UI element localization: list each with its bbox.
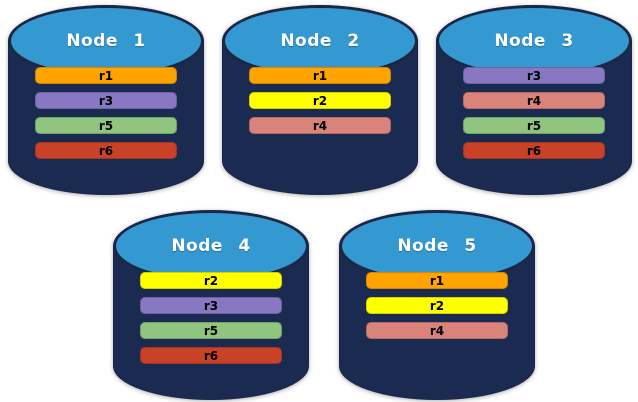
cylinder-top-ellipse: Node 1	[8, 5, 204, 77]
replica-label: r4	[429, 323, 445, 338]
replica-label: r1	[312, 68, 328, 83]
replica-label: r2	[429, 298, 445, 313]
replica-list: r1 r2 r4	[339, 272, 535, 347]
replica-bar: r4	[249, 117, 391, 134]
replica-bar: r1	[249, 67, 391, 84]
replica-list: r1 r2 r4	[222, 67, 418, 142]
replica-bar: r3	[463, 67, 605, 84]
replica-list: r3 r4 r5 r6	[436, 67, 632, 167]
replica-bar: r3	[35, 92, 177, 109]
replica-bar: r2	[249, 92, 391, 109]
database-node: Node 3 r3 r4 r5 r6	[436, 5, 632, 195]
replica-label: r6	[526, 143, 542, 158]
database-node: Node 5 r1 r2 r4	[339, 210, 535, 400]
replica-bar: r5	[463, 117, 605, 134]
replica-label: r4	[526, 93, 542, 108]
database-node: Node 4 r2 r3 r5 r6	[113, 210, 309, 400]
replica-label: r2	[203, 273, 219, 288]
node-label: Node 2	[280, 31, 360, 51]
replica-bar: r3	[140, 297, 282, 314]
replica-bar: r5	[140, 322, 282, 339]
replica-bar: r4	[463, 92, 605, 109]
replica-bar: r1	[35, 67, 177, 84]
cylinder-top-ellipse: Node 2	[222, 5, 418, 77]
replica-bar: r2	[366, 297, 508, 314]
replica-list: r1 r3 r5 r6	[8, 67, 204, 167]
replica-bar: r6	[463, 142, 605, 159]
node-label: Node 4	[171, 236, 251, 256]
replica-label: r3	[526, 68, 542, 83]
replica-label: r6	[203, 348, 219, 363]
replica-bar: r6	[140, 347, 282, 364]
replica-bar: r6	[35, 142, 177, 159]
replica-bar: r1	[366, 272, 508, 289]
replica-label: r4	[312, 118, 328, 133]
node-label: Node 5	[397, 236, 477, 256]
replica-label: r2	[312, 93, 328, 108]
replica-label: r1	[429, 273, 445, 288]
node-label: Node 3	[494, 31, 574, 51]
replica-bar: r2	[140, 272, 282, 289]
replica-list: r2 r3 r5 r6	[113, 272, 309, 372]
cylinder-top-ellipse: Node 3	[436, 5, 632, 77]
database-node: Node 1 r1 r3 r5 r6	[8, 5, 204, 195]
replica-label: r3	[98, 93, 114, 108]
replica-label: r3	[203, 298, 219, 313]
database-node: Node 2 r1 r2 r4	[222, 5, 418, 195]
replica-bar: r4	[366, 322, 508, 339]
replica-label: r6	[98, 143, 114, 158]
replica-label: r5	[526, 118, 542, 133]
node-label: Node 1	[66, 31, 146, 51]
cylinder-shape: Node 5	[339, 210, 535, 400]
cylinder-top-ellipse: Node 5	[339, 210, 535, 282]
replica-label: r1	[98, 68, 114, 83]
replica-label: r5	[98, 118, 114, 133]
replica-label: r5	[203, 323, 219, 338]
replica-bar: r5	[35, 117, 177, 134]
